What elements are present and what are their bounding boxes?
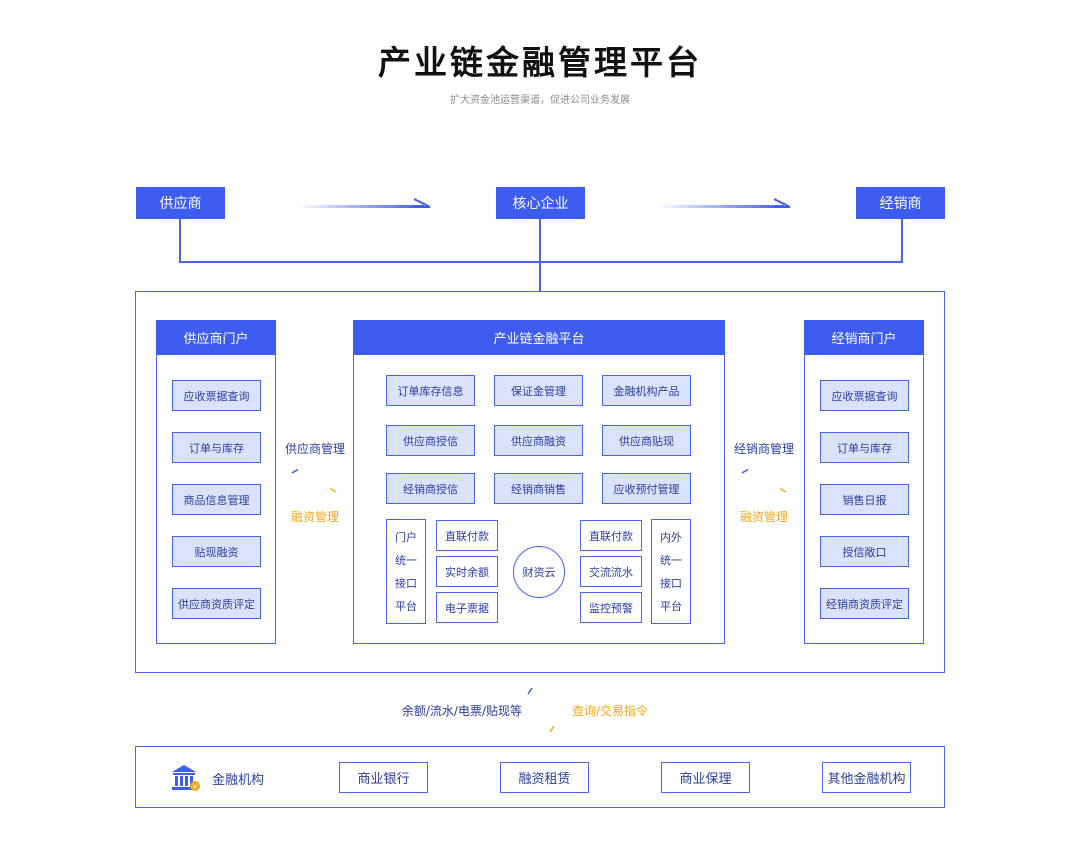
arrow-head-icon	[774, 198, 791, 208]
financing-management-label: 融资管理	[739, 509, 788, 524]
portal-item: 销售日报	[820, 484, 909, 515]
data-flow-label: 余额/流水/电票/贴现等	[401, 704, 522, 718]
platform-cell: 应收预付管理	[602, 473, 691, 504]
portal-item: 应收票据查询	[172, 380, 261, 411]
platform-item: 直联付款	[436, 520, 498, 551]
platform-title: 产业链金融平台	[353, 320, 725, 355]
portal-item: 订单与库存	[820, 432, 909, 463]
arrow-supplier-to-core	[296, 205, 424, 208]
platform-container	[135, 291, 945, 673]
commercial-bank-box: 商业银行	[339, 762, 428, 793]
platform-item: 电子票据	[436, 592, 498, 623]
supplier-portal-title: 供应商门户	[156, 320, 276, 355]
platform-cell: 经销商授信	[386, 473, 475, 504]
portal-item: 应收票据查询	[820, 380, 909, 411]
distributor-portal: 经销商门户 应收票据查询 订单与库存 销售日报 授信敞口 经销商资质评定	[804, 320, 924, 644]
connector-line	[901, 219, 903, 262]
vertical-arrows-icon	[527, 687, 555, 733]
vertical-text: 统一	[395, 553, 417, 567]
financial-institutions-bar: ¥ 金融机构 商业银行 融资租赁 商业保理 其他金融机构	[135, 746, 945, 808]
arrow-left-icon	[291, 469, 335, 474]
internal-external-interface-platform: 内外 统一 接口 平台	[651, 519, 691, 624]
arrow-right-icon	[293, 488, 337, 493]
vertical-text: 接口	[660, 576, 682, 590]
financing-management-label: 融资管理	[290, 509, 339, 524]
arrow-left-icon	[741, 469, 785, 474]
page-subtitle: 扩大资金池运营渠道，促进公司业务发展	[450, 95, 630, 106]
connector-line	[179, 219, 181, 262]
portal-item: 商品信息管理	[172, 484, 261, 515]
portal-item: 经销商资质评定	[820, 588, 909, 619]
financial-leasing-box: 融资租赁	[500, 762, 589, 793]
portal-item: 订单与库存	[172, 432, 261, 463]
core-enterprise-box: 核心企业	[496, 187, 585, 219]
connector-line	[539, 219, 541, 291]
connector-line	[179, 261, 903, 263]
instruction-flow-label: 查询/交易指令	[572, 704, 649, 718]
supplier-management-label: 供应商管理	[284, 441, 345, 456]
other-financial-institutions-box: 其他金融机构	[822, 762, 911, 793]
vertical-text: 门户	[395, 530, 417, 544]
distributor-management-label: 经销商管理	[733, 441, 794, 456]
vertical-text: 内外	[660, 530, 682, 544]
platform-item: 交流流水	[580, 556, 642, 587]
arrow-right-icon	[743, 488, 787, 493]
platform-cell: 订单库存信息	[386, 375, 475, 406]
distributor-box: 经销商	[856, 187, 945, 219]
platform-cell: 供应商授信	[386, 425, 475, 456]
distributor-portal-title: 经销商门户	[804, 320, 924, 355]
supply-chain-finance-platform: 产业链金融平台 订单库存信息 保证金管理 金融机构产品 供应商授信 供应商融资 …	[353, 320, 725, 644]
vertical-text: 平台	[660, 599, 682, 613]
platform-cell: 金融机构产品	[602, 375, 691, 406]
platform-item: 监控预警	[580, 592, 642, 623]
bank-icon: ¥	[172, 765, 200, 791]
vertical-text: 统一	[660, 553, 682, 567]
platform-item: 直联付款	[580, 520, 642, 551]
supplier-portal: 供应商门户 应收票据查询 订单与库存 商品信息管理 贴现融资 供应商资质评定	[156, 320, 276, 644]
supplier-box: 供应商	[136, 187, 225, 219]
portal-interface-platform: 门户 统一 接口 平台	[386, 519, 426, 624]
financial-institutions-label: 金融机构	[212, 773, 265, 788]
arrow-core-to-distributor	[656, 205, 784, 208]
platform-cell: 供应商融资	[494, 425, 583, 456]
svg-text:¥: ¥	[193, 783, 198, 791]
platform-item: 实时余额	[436, 556, 498, 587]
portal-item: 贴现融资	[172, 536, 261, 567]
portal-item: 供应商资质评定	[172, 588, 261, 619]
platform-cell: 经销商销售	[494, 473, 583, 504]
portal-item: 授信敞口	[820, 536, 909, 567]
vertical-text: 平台	[395, 599, 417, 613]
platform-cell: 供应商贴现	[602, 425, 691, 456]
commercial-factoring-box: 商业保理	[661, 762, 750, 793]
vertical-text: 接口	[395, 576, 417, 590]
arrow-head-icon	[414, 198, 431, 208]
platform-cell: 保证金管理	[494, 375, 583, 406]
page-title: 产业链金融管理平台	[378, 43, 702, 82]
treasury-cloud: 财资云	[513, 546, 565, 598]
